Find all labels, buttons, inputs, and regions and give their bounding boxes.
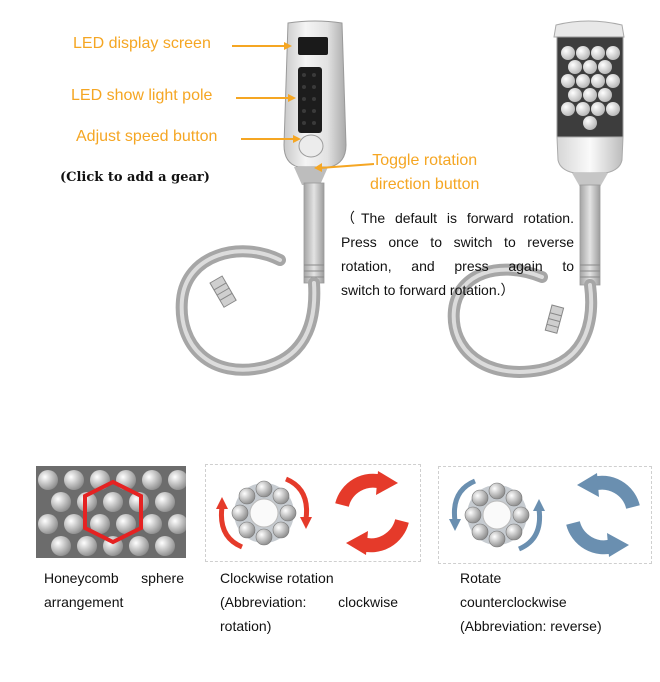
clockwise-panel [205, 464, 421, 562]
default-rotation-note: （The default is forward rotation. Press … [341, 206, 574, 302]
callout-speed-button: Adjust speed button [76, 128, 218, 145]
honeycomb-caption: Honeycomb sphere arrangement [44, 566, 184, 614]
arrow-led-pole [236, 97, 288, 99]
callout-toggle-rotation: Toggle rotation direction button [370, 149, 479, 197]
note-line: （The default is forward rotation. [341, 210, 574, 226]
note-line: switch to forward rotation.） [341, 282, 515, 298]
caption-line: Honeycomb sphere [44, 570, 184, 586]
callout-led-display: LED display screen [73, 35, 211, 52]
caption-line: (Abbreviation: reverse) [460, 618, 602, 634]
caption-line: rotation) [220, 618, 272, 634]
honeycomb-panel [36, 466, 188, 558]
arrow-head-icon [288, 94, 296, 102]
honeycomb-spheres-image [36, 466, 188, 558]
clockwise-rotation-image [216, 471, 409, 555]
caption-line: arrangement [44, 594, 124, 610]
counterclockwise-caption: Rotate counterclockwise (Abbreviation: r… [460, 566, 650, 638]
gear-note: (Click to add a gear) [60, 170, 210, 185]
caption-line: counterclockwise [460, 594, 567, 610]
toggle-label-line2: direction button [370, 176, 480, 193]
arrow-led-display [232, 45, 284, 47]
caption-line: Rotate [460, 570, 502, 586]
counterclockwise-cycle-icon [566, 473, 640, 557]
note-line: Press once to switch to reverse [341, 234, 574, 250]
counterclockwise-rotation-image [449, 473, 640, 557]
device-front-illustration [175, 20, 347, 376]
arrow-speed-button [241, 138, 293, 140]
callout-led-pole: LED show light pole [71, 87, 213, 104]
counterclockwise-panel [438, 466, 652, 564]
toggle-label-line1: Toggle rotation [372, 152, 478, 169]
caption-line: (Abbreviation: clockwise [220, 594, 398, 610]
clockwise-caption: Clockwise rotation (Abbreviation: clockw… [220, 566, 398, 638]
arrow-toggle-rotation [314, 163, 375, 172]
clockwise-cycle-icon [335, 471, 409, 555]
caption-line: Clockwise rotation [220, 570, 334, 586]
note-line: rotation, and press again to [341, 258, 574, 274]
arrow-head-icon [284, 42, 292, 50]
device-side-illustration [447, 20, 625, 378]
arrow-head-icon [293, 135, 301, 143]
